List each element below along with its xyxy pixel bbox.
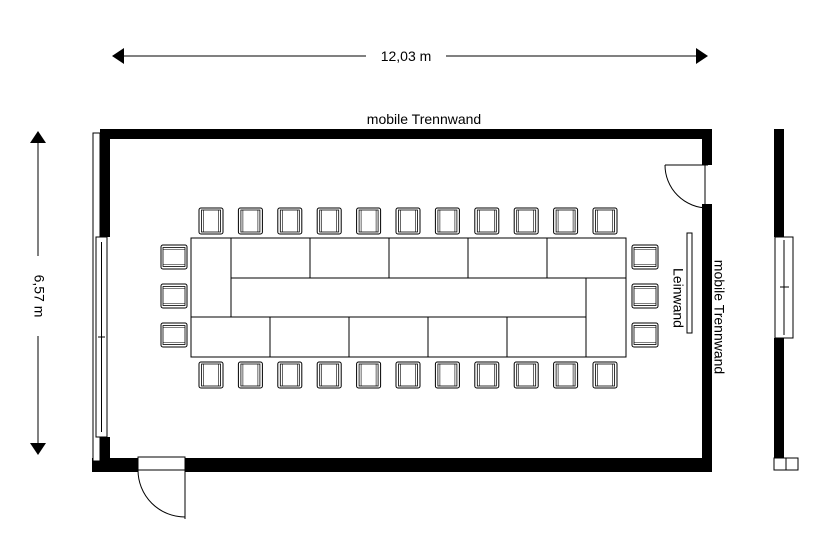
- height-dimension: 6,57 m: [30, 131, 47, 455]
- chair-bottom-11: [592, 361, 618, 389]
- table-bottom-1: [190, 316, 271, 358]
- chair-right-2: [631, 283, 659, 309]
- chair-bottom-10: [553, 361, 579, 389]
- chair-bottom-6: [395, 361, 421, 389]
- left-wall-upper: [100, 129, 110, 237]
- chair-left-1: [160, 244, 188, 270]
- chair-bottom-5: [356, 361, 382, 389]
- right-wall-label: mobile Trennwand: [711, 260, 727, 374]
- width-dimension: 12,03 m: [112, 48, 708, 64]
- left-wall-lower: [100, 437, 110, 472]
- chair-bottom-8: [474, 361, 500, 389]
- table-top-1: [230, 237, 311, 279]
- chair-top-6: [395, 207, 421, 235]
- arrow-left-icon: [112, 48, 124, 64]
- chair-bottom-2: [237, 361, 263, 389]
- chair-top-1: [198, 207, 224, 235]
- chair-left-2: [160, 283, 188, 309]
- chair-top-11: [592, 207, 618, 235]
- chair-top-8: [474, 207, 500, 235]
- chair-top-5: [356, 207, 382, 235]
- table-bottom-2: [269, 316, 350, 358]
- width-label: 12,03 m: [381, 48, 432, 64]
- chair-top-9: [513, 207, 539, 235]
- chair-bottom-7: [434, 361, 460, 389]
- top-wall: [100, 129, 712, 139]
- arrow-right-icon: [696, 48, 708, 64]
- door-bottom: [137, 456, 186, 519]
- chair-left-3: [160, 322, 188, 348]
- table-bottom-5: [506, 316, 587, 358]
- conference-tables: [190, 237, 627, 358]
- table-bottom-4: [427, 316, 508, 358]
- right-wall-lower: [702, 204, 712, 472]
- chair-bottom-3: [277, 361, 303, 389]
- top-wall-label: mobile Trennwand: [367, 111, 481, 127]
- chair-bottom-1: [198, 361, 224, 389]
- height-label: 6,57 m: [31, 275, 47, 318]
- right-wall-upper: [702, 129, 712, 165]
- door-right: [664, 164, 709, 209]
- adjacent-wall: [773, 129, 799, 471]
- chair-right-1: [631, 244, 659, 270]
- table-top-3: [388, 237, 469, 279]
- bottom-wall: [185, 458, 712, 472]
- screen-label: Leinwand: [670, 268, 686, 328]
- chair-top-2: [237, 207, 263, 235]
- table-left: [190, 237, 232, 318]
- chair-bottom-4: [316, 361, 342, 389]
- chair-right-3: [631, 322, 659, 348]
- room-walls: [92, 129, 712, 472]
- table-top-2: [309, 237, 390, 279]
- left-window: [92, 132, 108, 462]
- arrow-up-icon: [30, 131, 46, 143]
- chair-top-7: [434, 207, 460, 235]
- table-top-5: [546, 237, 627, 279]
- table-right: [585, 277, 627, 358]
- table-bottom-3: [348, 316, 429, 358]
- chair-bottom-9: [513, 361, 539, 389]
- table-inner: [230, 277, 587, 318]
- chair-top-3: [277, 207, 303, 235]
- table-top-4: [467, 237, 548, 279]
- projection-screen: Leinwand: [670, 232, 693, 334]
- arrow-down-icon: [30, 443, 46, 455]
- chair-top-10: [553, 207, 579, 235]
- chair-top-4: [316, 207, 342, 235]
